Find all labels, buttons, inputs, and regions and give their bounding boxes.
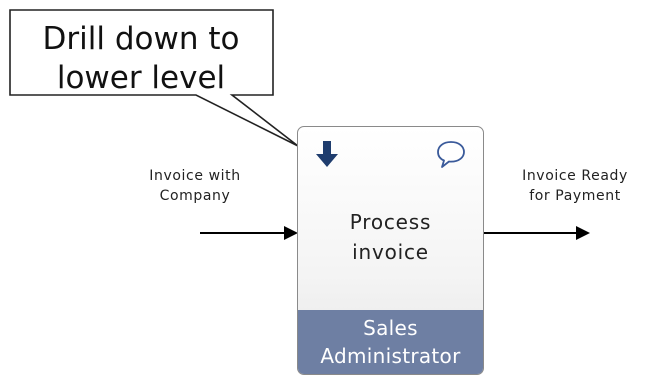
callout-line-1: Drill down to xyxy=(42,21,240,57)
input-arrow[interactable] xyxy=(200,226,298,240)
output-flow-line-2: for Payment xyxy=(529,188,621,204)
speech-bubble-icon[interactable] xyxy=(435,139,467,169)
activity-name-line-2: invoice xyxy=(352,240,429,264)
process-activity-box[interactable]: Process invoice Sales Administrator xyxy=(297,126,484,375)
callout-line-2: lower level xyxy=(56,60,226,96)
role-line-2: Administrator xyxy=(320,344,461,368)
input-flow-label: Invoice with Company xyxy=(120,166,270,206)
input-flow-line-1: Invoice with xyxy=(149,168,241,184)
output-flow-line-1: Invoice Ready xyxy=(522,168,628,184)
input-flow-line-2: Company xyxy=(159,188,231,204)
arrow-down-icon[interactable] xyxy=(314,139,340,169)
callout-text: Drill down to lower level xyxy=(10,20,272,98)
role-line-1: Sales xyxy=(363,316,418,340)
activity-name: Process invoice xyxy=(298,207,483,267)
output-arrow[interactable] xyxy=(484,226,590,240)
output-flow-label: Invoice Ready for Payment xyxy=(490,166,653,206)
role-band: Sales Administrator xyxy=(298,310,483,374)
activity-name-line-1: Process xyxy=(349,210,432,234)
